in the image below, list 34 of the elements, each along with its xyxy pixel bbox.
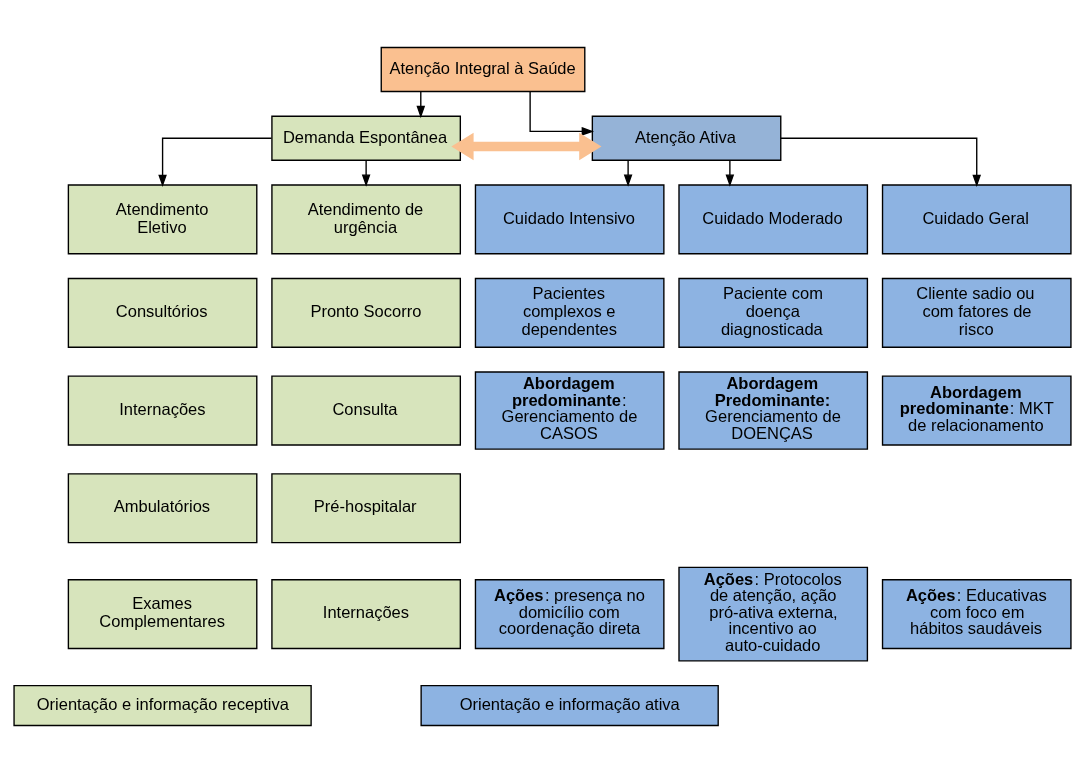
node-box: Consulta [271, 375, 461, 446]
arrow [725, 159, 735, 187]
node-box: Pacientes complexos e dependentes [474, 277, 665, 348]
node-box: Pronto Socorro [271, 277, 461, 348]
node-box: Ambulatórios [67, 473, 258, 544]
node-box: Atendimento Eletivo [67, 184, 258, 255]
arrow [361, 159, 371, 187]
node-box: Atenção Ativa [591, 115, 782, 161]
node-box: Demanda Espontânea [271, 115, 461, 161]
node-box: Exames Complementares [67, 579, 258, 650]
node-box: Abordagem Predominante: Gerenciamento de DOENÇAS [678, 371, 869, 450]
node-box: Orientação e informação ativa [420, 684, 719, 727]
node-box: Internações [67, 375, 258, 446]
arrow [780, 137, 982, 188]
node-box: Ações: presença no domicílio com coordenação direta [474, 579, 665, 650]
node-box: Consultórios [67, 277, 258, 348]
node-box: Cuidado Moderado [678, 184, 869, 255]
arrow [623, 159, 633, 187]
node-box: Ações: Educativas com foco em hábitos saudáveis [881, 579, 1072, 650]
node-box: Paciente com doença diagnosticada [678, 277, 869, 348]
node-box: Cuidado Geral [881, 184, 1072, 255]
node-box: Internações [271, 579, 461, 650]
node-box: Pré-hospitalar [271, 473, 461, 544]
node-box: Orientação e informação receptiva [13, 684, 312, 727]
node-box: Ações: Protocolos de atenção, ação pró-ativa externa, incentivo ao auto-cuidado [678, 566, 869, 662]
node-box: Atendimento de urgência [271, 184, 461, 255]
node-box: Cliente sadio ou com fatores de risco [881, 277, 1072, 348]
node-box: Abordagem predominante: Gerenciamento de CASOS [474, 371, 665, 450]
node-box: Cuidado Intensivo [474, 184, 665, 255]
arrow [451, 132, 602, 161]
arrow [158, 137, 273, 188]
arrow [529, 91, 595, 136]
node-box: Atenção Integral à Saúde [380, 46, 586, 93]
node-box: Abordagem predominante: MKT de relacionamento [881, 375, 1072, 446]
